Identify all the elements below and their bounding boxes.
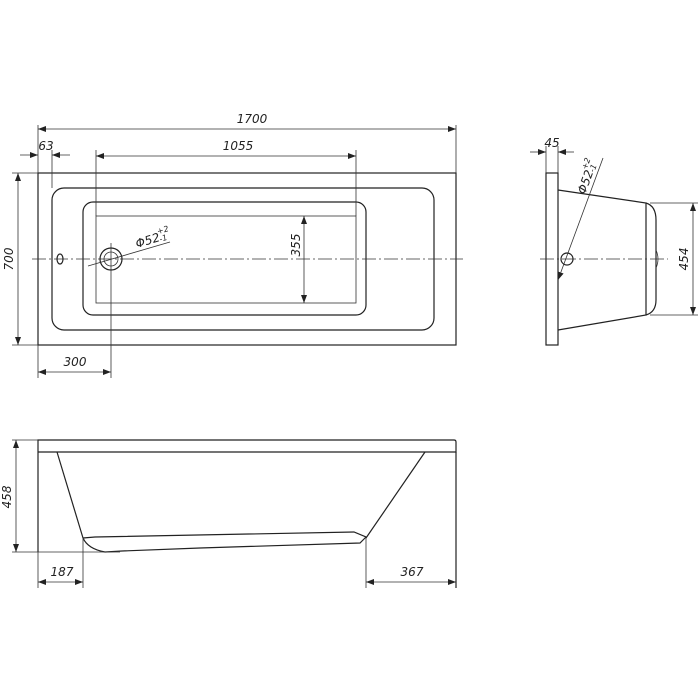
dim-right-offset: 367 (401, 565, 424, 579)
tub-end (645, 202, 657, 316)
svg-text:+2: +2 (156, 224, 170, 236)
dim-length: 1700 (237, 112, 268, 126)
dim-width: 700 (2, 247, 16, 270)
top-view: 1700 63 1055 355 700 300 Φ52 +2 -1 (2, 112, 463, 378)
drain-hole (560, 252, 574, 266)
dim-end-height: 454 (677, 248, 691, 271)
dim-rim-thickness: 45 (544, 136, 559, 150)
dim-basin-width: 355 (289, 234, 303, 257)
svg-text:-1: -1 (158, 233, 168, 244)
dim-height: 458 (0, 485, 14, 508)
dim-rim-offset: 63 (38, 139, 53, 153)
left-wall (56, 451, 84, 539)
tub-body (557, 189, 647, 331)
overflow-hole (56, 253, 64, 265)
front-view: 458 187 367 (0, 439, 457, 588)
drain-diameter-label: Φ52 (134, 230, 162, 251)
dim-basin-length: 1055 (223, 139, 254, 153)
basin-outline (82, 201, 367, 316)
basin-floor (95, 215, 357, 304)
dim-drain-offset: 300 (64, 355, 87, 369)
side-view: 45 454 Φ52 +2 -1 (530, 136, 698, 346)
dim-left-offset: 187 (51, 565, 74, 579)
rim (37, 439, 457, 552)
svg-text:+2: +2 (580, 157, 592, 171)
tub-bottom (82, 531, 368, 553)
svg-text:-1: -1 (588, 163, 599, 174)
right-wall (365, 451, 426, 539)
